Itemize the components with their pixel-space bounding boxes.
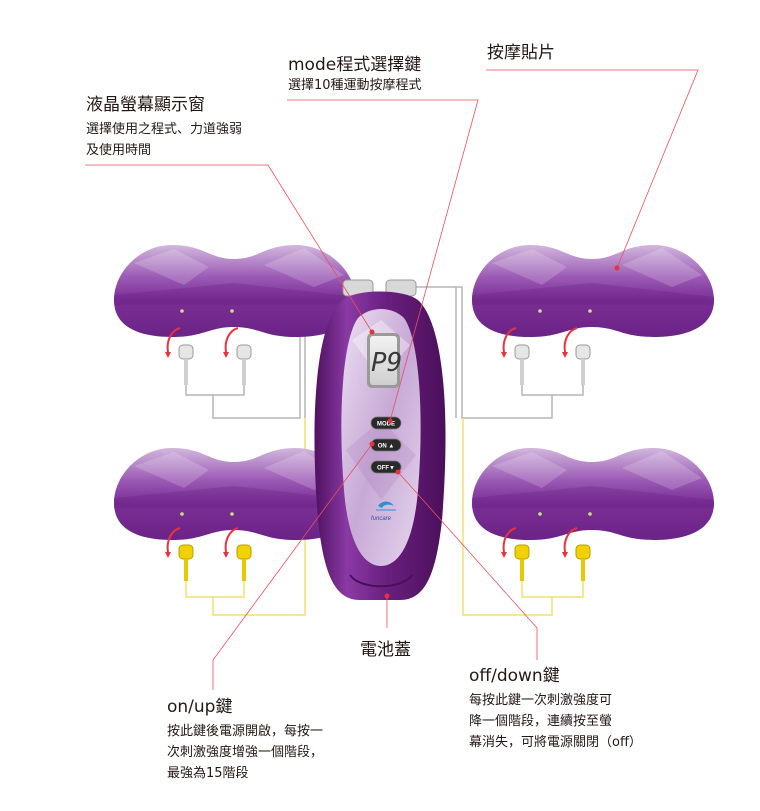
callout-off-desc-line-1: 每按此鍵一次刺激強度可: [469, 693, 613, 708]
mode-button-label: MODE: [377, 422, 395, 428]
callout-on-desc-line-2: 次刺激強度增強一個階段，: [167, 745, 324, 760]
insert-arrow-icon: [166, 327, 578, 553]
callout-off: off/down鍵 每按此鍵一次刺激強度可 降一個階段，連續按至螢 幕消失，可將…: [469, 666, 642, 753]
off-down-button[interactable]: OFF▼: [370, 460, 402, 474]
massage-pad-top-right: [472, 245, 714, 337]
massager-device: P9 MODE ON ▲ OFF▼ funcare: [314, 279, 446, 600]
brand-logo: funcare: [371, 516, 392, 522]
battery-cover[interactable]: [349, 574, 413, 588]
callout-mode-title: mode程式選擇鍵: [288, 55, 422, 75]
yellow-wires: [185, 418, 584, 616]
callout-mode: mode程式選擇鍵 選擇10種運動按摩程式: [288, 55, 422, 96]
callout-lcd-desc-line-1: 選擇使用之程式、力道強弱: [86, 122, 243, 137]
callout-mode-desc-line: 選擇10種運動按摩程式: [288, 78, 422, 93]
callout-on-title: on/up鍵: [167, 697, 233, 717]
massage-pad-top-left: [114, 245, 356, 337]
mode-button[interactable]: MODE: [370, 416, 402, 430]
lcd-value: P9: [371, 348, 402, 378]
callout-lcd-desc-line-2: 及使用時間: [86, 143, 152, 158]
callout-pad: 按摩貼片: [487, 43, 555, 63]
callout-lcd: 液晶螢幕顯示窗 選擇使用之程式、力道強弱 及使用時間: [86, 95, 242, 161]
callout-off-desc-line-2: 降一個階段，連續按至螢: [469, 714, 613, 729]
leader-dots: [369, 265, 620, 599]
pad-connectors: [165, 327, 591, 581]
callout-battery: 電池蓋: [360, 640, 411, 660]
callout-off-desc-line-3: 幕消失，可將電源關閉（off）: [469, 735, 642, 750]
callout-battery-title: 電池蓋: [360, 640, 411, 660]
lcd-screen: P9: [367, 333, 402, 388]
callout-off-title: off/down鍵: [469, 666, 560, 686]
on-up-button[interactable]: ON ▲: [370, 438, 402, 452]
callout-on-desc-line-1: 按此鍵後電源開啟，每按一: [167, 724, 324, 739]
on-button-label: ON ▲: [378, 444, 395, 450]
massage-pad-bottom-right: [472, 448, 714, 540]
callout-on: on/up鍵 按此鍵後電源開啟，每按一 次刺激強度增強一個階段， 最強為15階段: [167, 697, 323, 784]
callout-on-desc-line-3: 最強為15階段: [167, 766, 249, 781]
gray-plug-icon: [178, 344, 591, 385]
dolphin-icon: [376, 501, 396, 511]
leader-lines: [85, 69, 699, 690]
off-button-label: OFF▼: [377, 466, 395, 472]
yellow-plug-icon: [178, 544, 591, 581]
callout-pad-title: 按摩貼片: [487, 43, 555, 63]
callout-lcd-title: 液晶螢幕顯示窗: [86, 95, 205, 115]
